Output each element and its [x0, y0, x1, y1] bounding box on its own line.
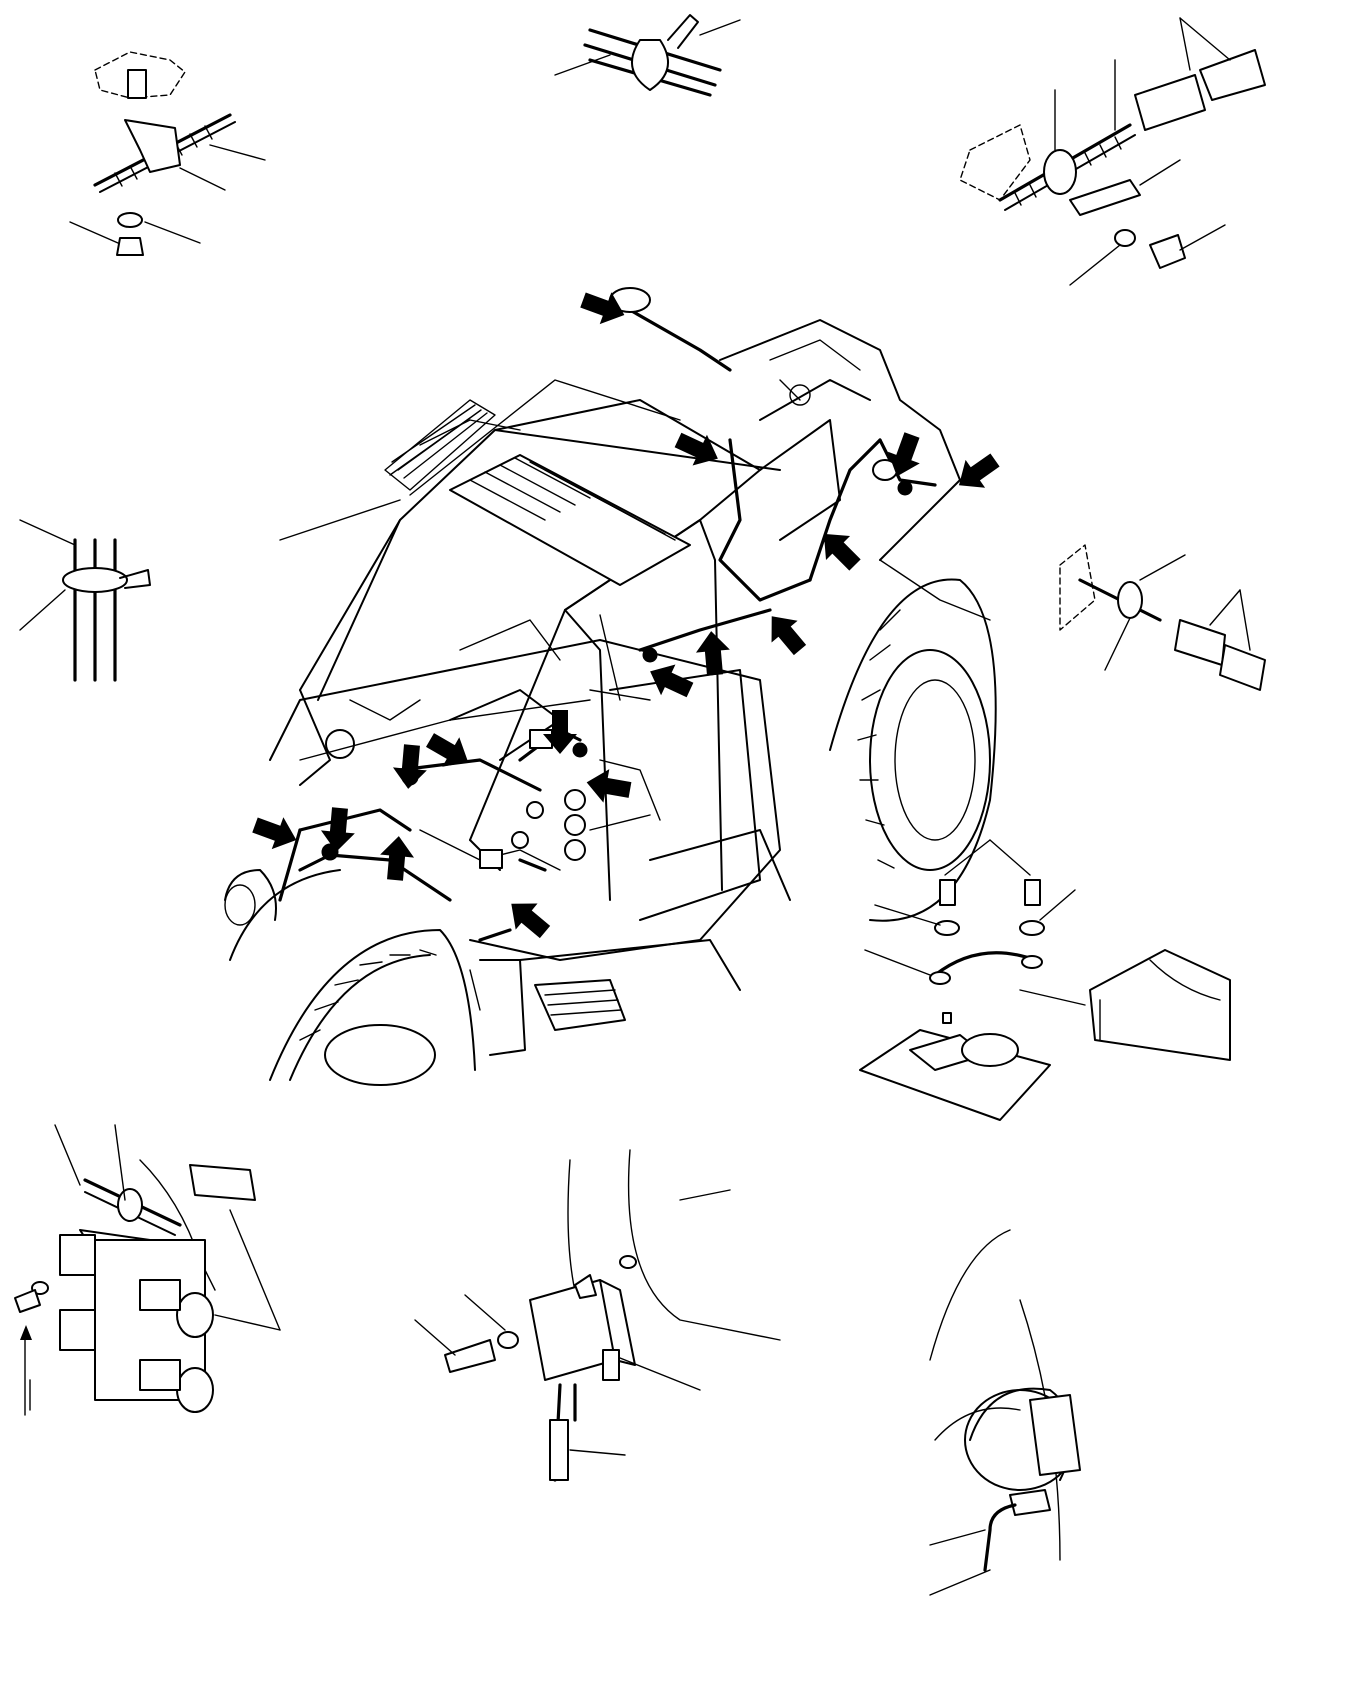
wheel-rear-right	[829, 578, 997, 922]
detail-cable-tie-left	[19, 519, 151, 682]
arrow-marker	[583, 765, 633, 807]
wheel-front-left	[269, 929, 476, 1086]
detail-solenoid-valve-bracket	[14, 1124, 281, 1416]
detail-ground-strap	[859, 839, 1231, 1121]
arrow-marker	[694, 629, 732, 677]
arrow-marker	[642, 655, 698, 706]
detail-clamp-bracket-corrugated-tube	[959, 17, 1266, 286]
detail-cable-tie-top	[554, 14, 741, 97]
arrow-marker	[670, 424, 726, 475]
detail-relay-box-mount	[414, 1149, 781, 1482]
wheel-front-left-back	[224, 869, 341, 961]
detail-connector-socket	[929, 1229, 1081, 1596]
detail-grommet-corrugated-tube	[1059, 544, 1266, 691]
arrow-marker	[500, 890, 556, 946]
arrow-marker	[758, 605, 814, 661]
cab-frame	[299, 379, 781, 901]
arrow-marker	[421, 725, 477, 777]
wiring-harness	[278, 287, 937, 942]
detail-cable-clamp-screw-nut	[69, 51, 266, 256]
main-leader-lines	[279, 499, 651, 1011]
cab-body	[269, 319, 991, 1056]
main-machine-view	[224, 284, 1005, 1086]
